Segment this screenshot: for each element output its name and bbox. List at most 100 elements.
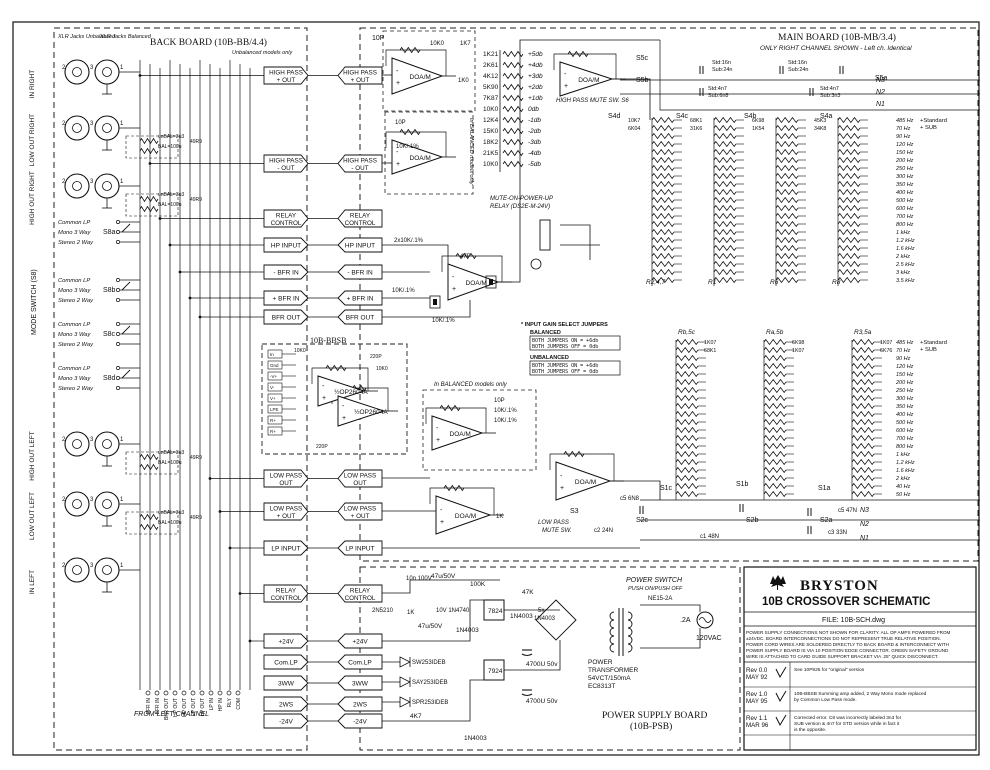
resistor (651, 180, 675, 188)
electrolytic-cap-icon (521, 693, 533, 697)
jumper-unbal-row-1: BOTH JUMPERS ON = +6db (532, 363, 598, 369)
xlr-jack-icon (64, 59, 90, 85)
resistor (651, 228, 675, 236)
balanced-network-box (125, 451, 179, 475)
cap-label: BAL=100u (158, 202, 182, 208)
resistor (775, 116, 799, 124)
jack-label-2: HIGH OUT RIGHT (29, 171, 36, 225)
resistor (837, 244, 861, 252)
resistor (713, 172, 737, 180)
mode-option: Common LP (58, 220, 90, 226)
res-10k: 10K0 (430, 41, 445, 47)
wire (549, 453, 615, 481)
wire (612, 78, 651, 120)
resistor (851, 482, 875, 490)
resistor (713, 164, 737, 172)
hp-freq-5: 200 Hz (895, 158, 914, 164)
rev-desc-0: See 10P925 for "original" version (794, 667, 865, 673)
resistor (713, 220, 737, 228)
switch-contact-icon (116, 386, 120, 390)
hp-switch-0: S4d (608, 113, 621, 120)
resistor (502, 61, 524, 69)
lp-freq-12: 700 Hz (896, 436, 914, 442)
lp-freq-0: 485 Hz (896, 340, 914, 346)
resistor (851, 434, 875, 442)
resistor (763, 354, 787, 362)
wire (121, 223, 131, 233)
gain-jumper-pin-icon (433, 299, 437, 305)
xlr-jack-icon (94, 115, 120, 141)
opamp-label: ½OP2604A (354, 408, 388, 416)
sub-label-hp: + SUB (920, 125, 937, 131)
resistor (763, 482, 787, 490)
mb-connector-4-label: - BFR IN (347, 270, 373, 277)
resistor (651, 212, 675, 220)
opamp-minus: - (342, 403, 345, 410)
lp-node-2: N1 (860, 535, 869, 542)
resistor (851, 450, 875, 458)
xlr-pin-icon (102, 67, 112, 77)
rev-date-2: MAR 96 (746, 722, 769, 729)
cap-label: unBAL=3u3 (158, 510, 184, 516)
lp-value: 1K07 (704, 340, 716, 346)
bb-connector-8-label: + OUT (277, 513, 296, 520)
resistor (713, 236, 737, 244)
jumper-unbal-box (529, 360, 621, 376)
rev-desc-2: is the opposite. (794, 727, 826, 733)
resistor (675, 354, 699, 362)
lp-freq-3: 120 Hz (896, 364, 914, 370)
lp-node-0: N3 (860, 507, 869, 514)
resistor (837, 180, 861, 188)
resistor (851, 410, 875, 418)
bal-only-label-2: In BALANCED models only (434, 382, 508, 388)
resistor (851, 386, 875, 394)
left-channel-terminal-label: LP IN (209, 698, 215, 711)
resistor (443, 484, 465, 492)
xlr-pin-icon (72, 181, 82, 191)
cap-4700-2: 4700U 50v (526, 698, 558, 705)
resistor (851, 346, 875, 354)
resistor (763, 450, 787, 458)
resistor (139, 147, 159, 155)
opamp-minus: - (322, 383, 325, 390)
note-4: POWER SUPPLY BOARD IS VIA 10 POSITION ED… (746, 648, 949, 653)
opamp-minus: - (452, 274, 455, 281)
resistor (851, 362, 875, 370)
hp-switch-2: S4b (744, 113, 757, 120)
resistor (651, 172, 675, 180)
back-board-title: BACK BOARD (10B-BB/4.4) (150, 37, 267, 48)
res-10k-3: 10K/.1% (432, 318, 455, 324)
bbsb-cap: 220P (316, 444, 328, 450)
junction-dot (148, 162, 152, 165)
wire (121, 325, 131, 335)
mode-group-3: S8d (103, 375, 116, 382)
rev-number-0: Rev 0.0 (746, 667, 768, 674)
cap-note: Sub:24n (788, 67, 809, 73)
wire (382, 679, 484, 722)
bbsb-terminal (267, 426, 283, 436)
gain-resistor-10: 10K0 (483, 161, 499, 168)
bbsb-res: 10K0 (294, 348, 306, 354)
wire (382, 579, 500, 594)
hp-freq-6: 250 Hz (895, 166, 914, 172)
rev-desc-2: Corrected error. C8 was incorrectly labe… (794, 715, 902, 721)
lp-freq-6: 250 Hz (895, 388, 914, 394)
mb-connector-6-label: BFR OUT (346, 315, 375, 322)
cap-47u-1: 47u/50V (431, 573, 456, 580)
wire (382, 599, 484, 642)
power-switch-label: POWER SWITCH (626, 577, 683, 584)
cap-10p-3: 10P (494, 398, 505, 404)
hp-bank-label-2: R6 (770, 279, 779, 286)
pin-number: 3 (90, 121, 94, 127)
opamp-4 (431, 415, 484, 451)
left-channel-terminal (217, 690, 223, 696)
opamp-minus: - (396, 149, 399, 156)
wire (382, 300, 471, 318)
resistor (763, 362, 787, 370)
resistor (851, 466, 875, 474)
resistor (775, 196, 799, 204)
left-channel-terminal-label: BFR OUT (164, 698, 170, 720)
bbsb-terminal (267, 360, 283, 370)
resistor (675, 362, 699, 370)
lp-freq-13: 800 Hz (896, 444, 914, 450)
